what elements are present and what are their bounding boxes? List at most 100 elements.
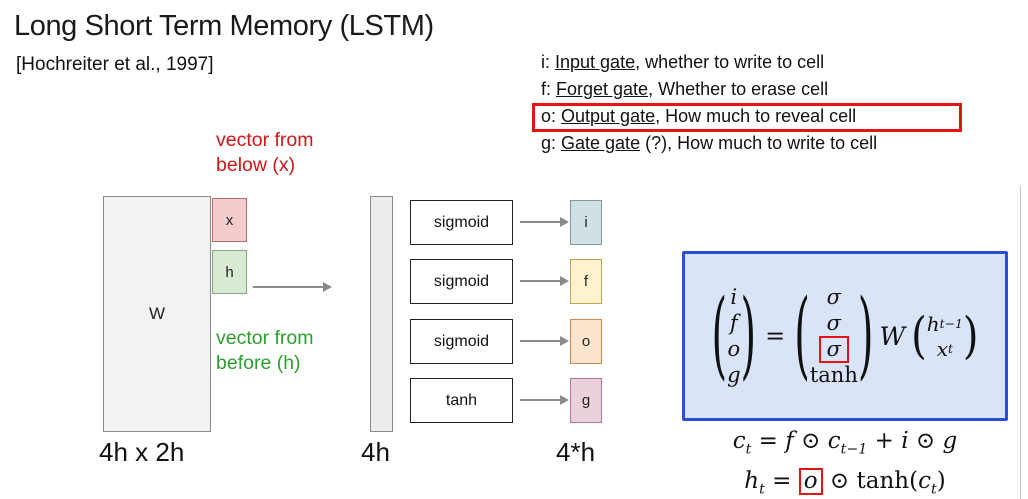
gate-symbol-i: i — [730, 285, 738, 309]
left-paren: ( — [911, 307, 927, 365]
activation-label: sigmoid — [433, 332, 490, 350]
x-subscript: t — [948, 341, 953, 356]
slide-edge-divider — [1020, 186, 1021, 499]
arrow-icon — [520, 336, 569, 346]
f-symbol: f — [785, 428, 794, 454]
state-equations: ct = f ⊙ ct−1 + i ⊙ g ht = o ⊙ tanh(ct) — [682, 426, 1008, 499]
activation-label: tanh — [445, 391, 478, 409]
sigma-symbol-highlighted: σ — [818, 335, 850, 363]
c-symbol: c — [732, 428, 746, 454]
weight-matrix-label: W — [148, 304, 166, 323]
activation-box-sigmoid-i: sigmoid — [410, 200, 513, 245]
o-symbol: o — [803, 467, 818, 494]
output-dim-label: 4*h — [556, 437, 596, 467]
activation-box-sigmoid-o: sigmoid — [410, 319, 513, 364]
right-paren: ) — [857, 280, 874, 392]
equals-sign: = — [765, 322, 786, 350]
legend-rest: (?), How much to write to cell — [640, 133, 878, 153]
legend-prefix: f: — [541, 79, 557, 99]
arrow-icon — [253, 282, 332, 292]
arrow-icon — [520, 276, 569, 286]
right-paren: ) — [740, 280, 757, 392]
gate-vector: i f o g — [727, 284, 740, 388]
left-paren: ( — [794, 280, 810, 392]
vector-before-label: vector from before (h) — [216, 327, 314, 374]
gate-output-box-i: i — [570, 200, 602, 245]
arrow-icon — [520, 217, 569, 227]
legend-line-input-gate: i: Input gate, whether to write to cell — [541, 49, 1011, 76]
legend-prefix: o: — [541, 106, 562, 126]
sigma-symbol: σ — [826, 311, 842, 335]
w-dims-label: 4h x 2h — [99, 437, 185, 467]
gate-symbol-f: f — [729, 311, 738, 335]
legend-prefix: i: — [541, 52, 556, 72]
legend-term: Input gate — [555, 52, 636, 72]
equals: = — [751, 428, 786, 454]
h-symbol: h — [926, 311, 940, 336]
legend-line-gate-gate: g: Gate gate (?), How much to write to c… — [541, 130, 1011, 157]
close-paren: ) — [936, 467, 946, 494]
arrow-icon — [520, 395, 569, 405]
activation-box-sigmoid-f: sigmoid — [410, 259, 513, 304]
gate-output-box-g: g — [570, 378, 602, 423]
gate-output-label: f — [583, 273, 589, 290]
gate-output-box-f: f — [570, 259, 602, 304]
gate-output-label: i — [584, 214, 588, 231]
g-symbol: g — [942, 428, 958, 454]
open-paren: ( — [909, 467, 919, 494]
preactivation-stack-bar — [370, 196, 393, 432]
input-h-box: h — [212, 250, 247, 294]
legend-rest: , whether to write to cell — [635, 52, 825, 72]
h-subscript: t — [759, 481, 765, 498]
input-x-label: x — [225, 211, 234, 229]
activation-label: sigmoid — [433, 213, 490, 231]
odot-operator: ⊙ — [822, 467, 857, 494]
citation: [Hochreiter et al., 1997] — [16, 54, 214, 75]
legend-rest: , How much to reveal cell — [655, 106, 857, 126]
odot-operator: ⊙ — [908, 428, 943, 454]
legend-line-output-gate-highlighted: o: Output gate, How much to reveal cell — [532, 103, 1011, 132]
output-gate-highlight: o — [798, 467, 823, 495]
c-subscript: t — [930, 481, 937, 498]
stack-dim-label: 4h — [361, 437, 390, 467]
activation-box-tanh-g: tanh — [410, 378, 513, 423]
legend-prefix: g: — [541, 133, 562, 153]
legend-term: Gate gate — [561, 133, 641, 153]
legend-term: Forget gate — [556, 79, 649, 99]
plus: + — [867, 428, 902, 454]
weight-symbol: W — [879, 321, 906, 351]
legend-line-forget-gate: f: Forget gate, Whether to erase cell — [541, 76, 1011, 103]
gate-output-box-o: o — [570, 319, 602, 364]
gate-output-label: g — [581, 392, 591, 409]
c-symbol: c — [827, 428, 841, 454]
left-paren: ( — [711, 280, 728, 392]
legend-term: Output gate — [561, 106, 656, 126]
activation-label: sigmoid — [433, 272, 490, 290]
legend-rest: , Whether to erase cell — [648, 79, 829, 99]
gate-output-label: o — [581, 333, 591, 350]
i-symbol: i — [901, 428, 909, 454]
h-symbol: h — [744, 467, 760, 494]
c-subscript: t — [745, 441, 752, 458]
c-prev-subscript: t−1 — [840, 441, 868, 458]
weight-matrix-box: W — [103, 196, 211, 432]
c-symbol: c — [918, 467, 931, 494]
vector-below-label: vector from below (x) — [216, 129, 314, 176]
activation-vector: σ σ σ tanh — [810, 284, 858, 388]
sigma-symbol: σ — [826, 285, 842, 309]
cell-state-equation: ct = f ⊙ ct−1 + i ⊙ g — [682, 426, 1008, 466]
x-symbol: x — [936, 336, 948, 361]
right-paren: ) — [962, 307, 979, 365]
input-h-label: h — [225, 263, 234, 281]
h-subscript: t−1 — [939, 316, 963, 331]
tanh-symbol: tanh — [856, 467, 910, 494]
equals: = — [764, 467, 799, 494]
input-x-box: x — [212, 198, 247, 242]
gate-symbol-g: g — [727, 363, 741, 387]
hidden-state-equation: ht = o ⊙ tanh(ct) — [682, 466, 1008, 499]
